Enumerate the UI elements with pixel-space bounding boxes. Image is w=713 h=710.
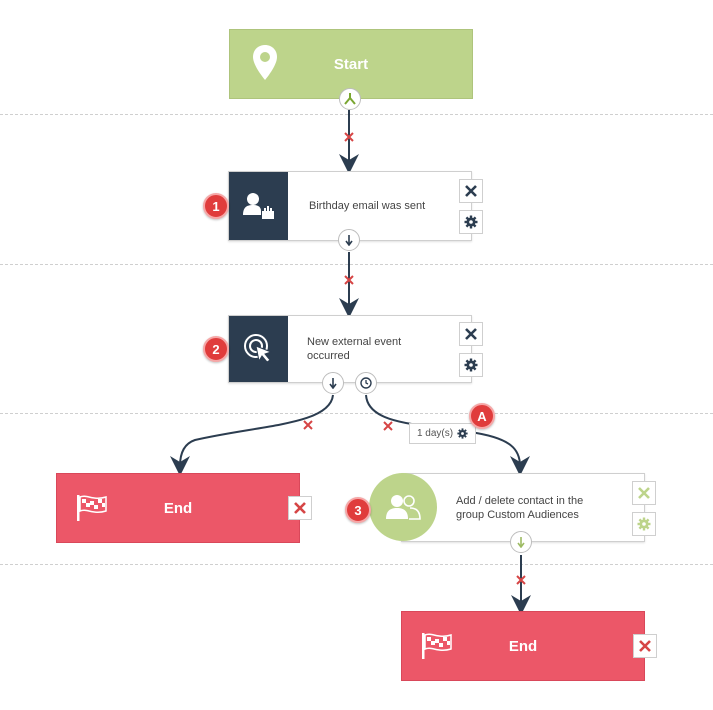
arrow-down-icon [345, 235, 353, 246]
clock-icon [360, 377, 372, 389]
branch-icon [344, 93, 356, 105]
start-output-handle[interactable] [339, 88, 361, 110]
gear-icon [464, 358, 478, 372]
step-label: New external event occurred [307, 336, 402, 362]
gear-icon [637, 517, 651, 531]
cursor-click-icon [243, 334, 272, 363]
end-node[interactable]: End [56, 473, 300, 543]
step-card-external-event[interactable]: New external event occurred [228, 315, 472, 383]
remove-connector-icon[interactable] [383, 421, 393, 431]
gear-icon [464, 215, 478, 229]
close-icon [465, 185, 477, 197]
close-icon [465, 328, 477, 340]
step-icon-box [229, 316, 288, 382]
close-icon [638, 487, 650, 499]
settings-step-button[interactable] [459, 210, 483, 234]
contacts-group-icon [386, 495, 421, 520]
step-number-badge: 2 [203, 336, 229, 362]
row-divider [0, 264, 713, 265]
step-output-handle[interactable] [322, 372, 344, 394]
remove-connector-icon[interactable] [344, 132, 354, 142]
arrow-down-icon [329, 378, 337, 389]
end-label: End [163, 499, 193, 517]
delete-step-button[interactable] [632, 481, 656, 505]
end-label: End [508, 637, 538, 655]
delete-step-button[interactable] [459, 179, 483, 203]
checkered-flag-icon [77, 495, 107, 521]
row-divider [0, 564, 713, 565]
close-icon [639, 640, 651, 652]
close-icon [294, 502, 306, 514]
delay-badge: A [469, 403, 495, 429]
arrow-down-icon [517, 537, 525, 548]
end-node[interactable]: End [401, 611, 645, 681]
start-label: Start [333, 55, 369, 73]
delete-step-button[interactable] [459, 322, 483, 346]
step-number-badge: 3 [345, 497, 371, 523]
step-number-badge: 1 [203, 193, 229, 219]
gear-icon [457, 428, 468, 439]
step-icon-circle [369, 473, 437, 541]
step-label: Birthday email was sent [309, 200, 426, 212]
checkered-flag-icon [422, 633, 452, 659]
remove-connector-icon[interactable] [516, 575, 526, 585]
step-timeout-handle[interactable] [355, 372, 377, 394]
remove-connector-icon[interactable] [344, 275, 354, 285]
location-pin-icon [253, 45, 277, 80]
step-output-handle[interactable] [338, 229, 360, 251]
delay-label[interactable]: 1 day(s) [409, 423, 476, 444]
settings-step-button[interactable] [459, 353, 483, 377]
connector-2-to-end [170, 394, 334, 476]
user-birthday-cake-icon [242, 193, 274, 219]
step-icon-box [229, 172, 288, 240]
remove-connector-icon[interactable] [303, 420, 313, 430]
step-output-handle[interactable] [510, 531, 532, 553]
step-label: Add / delete contact in the group Custom… [456, 494, 584, 521]
delete-end-button[interactable] [633, 634, 657, 658]
row-divider [0, 413, 713, 414]
delete-end-button[interactable] [288, 496, 312, 520]
delay-text: 1 day(s) [416, 428, 454, 439]
settings-step-button[interactable] [632, 512, 656, 536]
row-divider [0, 114, 713, 115]
step-card-custom-audiences[interactable]: Add / delete contact in the group Custom… [401, 473, 645, 542]
